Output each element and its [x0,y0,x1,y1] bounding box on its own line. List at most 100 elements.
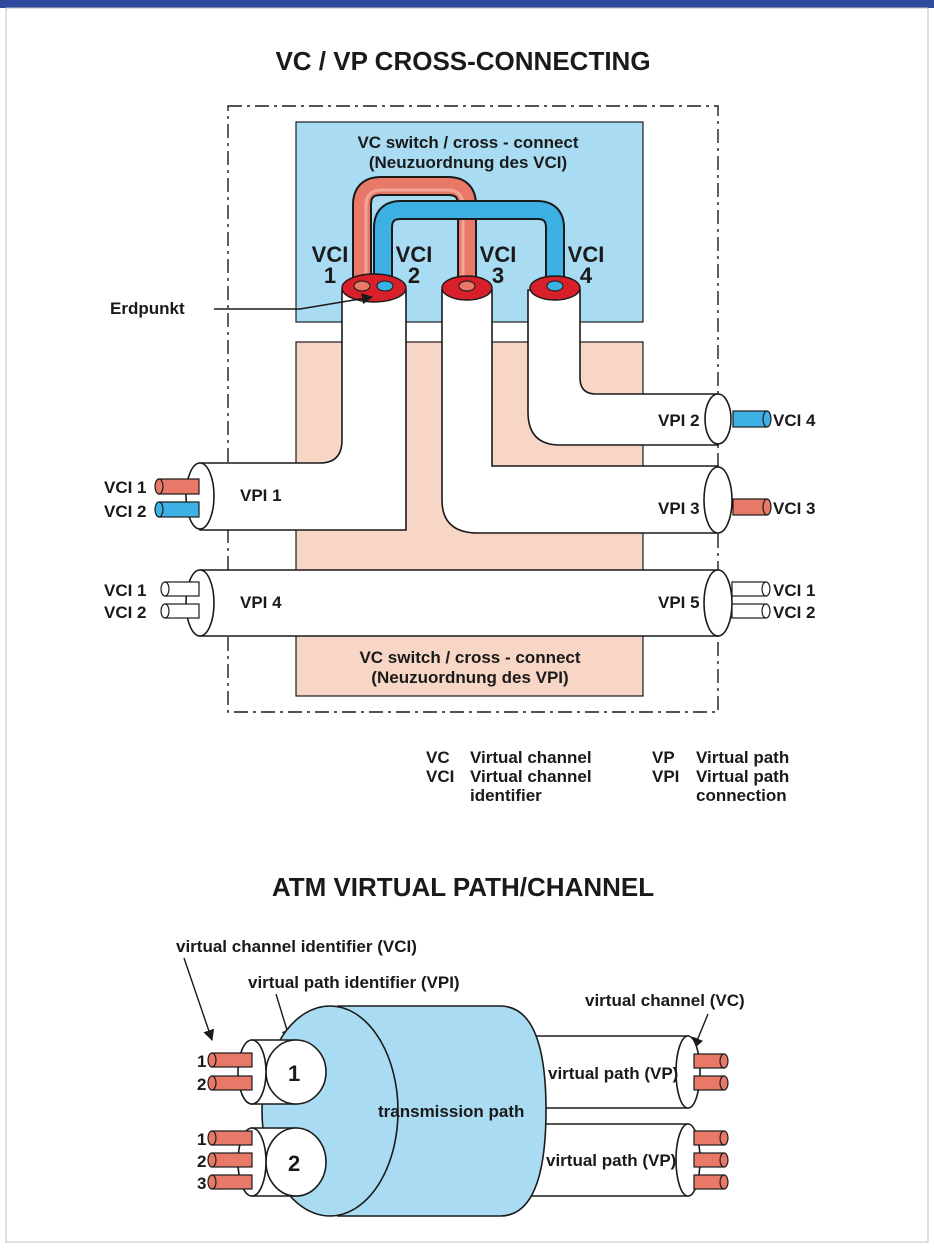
legend-abbr-vci: VCI [426,767,454,786]
top-title: VC / VP CROSS-CONNECTING [275,46,650,76]
right-wire-vci4 [732,410,768,428]
vp1-right-wires [693,1053,729,1091]
vc-wire-blue-fill [375,202,563,290]
left-wire-vci1-b-end [160,581,170,597]
left-wire-vci1-end [154,478,164,495]
vci2-wire-end [376,280,394,292]
right-vci4-label: VCI 4 [773,411,816,430]
vp1-ch-1: 1 [197,1052,206,1071]
vc-switch-label-1: VC switch / cross - connect [357,133,578,152]
vpi3-tube-end [703,466,733,534]
left-wire-vci2-b-end [160,603,170,619]
vp2-left-wire-1-end [207,1130,217,1146]
vpi4-label: VPI 4 [240,593,282,612]
vci-top-2-num: 2 [408,263,420,288]
vp2-left-wires [207,1130,253,1190]
vci-top-4-word: VCI [568,242,605,267]
vp1-left-back [237,1039,267,1105]
top-accent-bar [0,0,934,8]
vpi2-label: VPI 2 [658,411,700,430]
vp-tube-1-end [675,1035,701,1109]
label-vpi: virtual path identifier (VPI) [248,973,460,992]
vc-switch-label-2: (Neuzuordnung des VCI) [369,153,567,172]
vp1-left-wire-2-end [207,1075,217,1091]
page-frame [5,7,929,1243]
vp2-ch-1: 1 [197,1130,206,1149]
vc-wire-red-highlight [364,188,465,290]
vp1-right-wire-2-end [719,1075,729,1091]
vp1-number: 1 [288,1061,300,1086]
right-wire-vci2 [731,603,767,619]
label-vci: virtual channel identifier (VCI) [176,937,417,956]
virtual-path-label-1: virtual path (VP) [548,1064,678,1083]
vci4-wire-end [546,280,564,292]
right-vci1-label: VCI 1 [773,581,816,600]
vci-top-3-num: 3 [492,263,504,288]
left-vci2-label-a: VCI 2 [104,502,147,521]
vp2-left-wire-3 [211,1174,253,1190]
legend-abbr-vc: VC [426,748,450,767]
vp2-right-wire-1-end [719,1130,729,1146]
vci3-wire-end [458,280,476,292]
left-wire-vci2-end [154,501,164,518]
vpi1-tube-end [185,462,215,530]
vp1-left-wires [207,1052,253,1091]
vp2-left-wire-2-end [207,1152,217,1168]
vp2-ch-2: 2 [197,1152,206,1171]
legend-text-vci-1: Virtual channel [470,767,592,786]
vp2-right-wires [693,1130,729,1190]
transmission-path-body [337,1005,547,1217]
transmission-path-label: transmission path [378,1102,524,1121]
right-wire-vci4-end [762,410,772,428]
right-vci2-label: VCI 2 [773,603,816,622]
legend-text-vci-2: identifier [470,786,542,805]
left-wire-vci2-b [164,603,200,619]
vpi5-label: VPI 5 [658,593,700,612]
vp2-number: 2 [288,1151,300,1176]
vp1-left-wire-1-end [207,1052,217,1068]
label-vci-arrow [183,957,215,1042]
left-wire-vci1 [158,478,200,495]
right-wire-vci3-end [762,498,772,516]
vpi1-tube [199,289,407,531]
vci-top-4-num: 4 [580,263,593,288]
vp-switch-label-1: VC switch / cross - connect [359,648,580,667]
vp2-left-wire-1 [211,1130,253,1146]
right-wire-vci3 [732,498,768,516]
left-vci2-label-b: VCI 2 [104,603,147,622]
vci1-wire-end [353,280,371,292]
vci-top-1-word: VCI [312,242,349,267]
vpi2-tube-end [704,393,732,445]
vci-top-3-word: VCI [480,242,517,267]
legend-abbr-vp: VP [652,748,675,767]
right-vci3-label: VCI 3 [773,499,816,518]
vp2-ch-3: 3 [197,1174,206,1193]
vp1-left-wire-1 [211,1052,253,1068]
right-wire-vci1 [731,581,767,597]
vci-top-labels: VCI 1 VCI 2 VCI 3 VCI 4 [312,242,605,288]
vp2-left-wire-3-end [207,1174,217,1190]
vc-wire-red-fill [354,178,475,290]
vp2-right-wire-2-end [719,1152,729,1168]
vp2-left-wire-2 [211,1152,253,1168]
right-wire-vci1-end [761,581,771,597]
legend-text-vpi-1: Virtual path [696,767,789,786]
label-vc-arrow [692,1013,709,1050]
vp1-ch-2: 2 [197,1075,206,1094]
vpi1-label: VPI 1 [240,486,282,505]
erdpunkt-label: Erdpunkt [110,299,185,318]
vp-switch-label-2: (Neuzuordnung des VPI) [371,668,568,687]
erdpunkt-arrow [214,293,374,310]
vpi4-tube-end [185,569,215,637]
vp2-right-wire-3-end [719,1174,729,1190]
vpi3-tube [441,289,719,534]
left-vci1-label-b: VCI 1 [104,581,147,600]
left-wire-vci1-b [164,581,200,597]
vpi5-tube-end [703,569,733,637]
bottom-title: ATM VIRTUAL PATH/CHANNEL [272,872,654,902]
legend-text-vc: Virtual channel [470,748,592,767]
left-vci1-label-a: VCI 1 [104,478,147,497]
vci-top-1-num: 1 [324,263,336,288]
vpi3-label: VPI 3 [658,499,700,518]
